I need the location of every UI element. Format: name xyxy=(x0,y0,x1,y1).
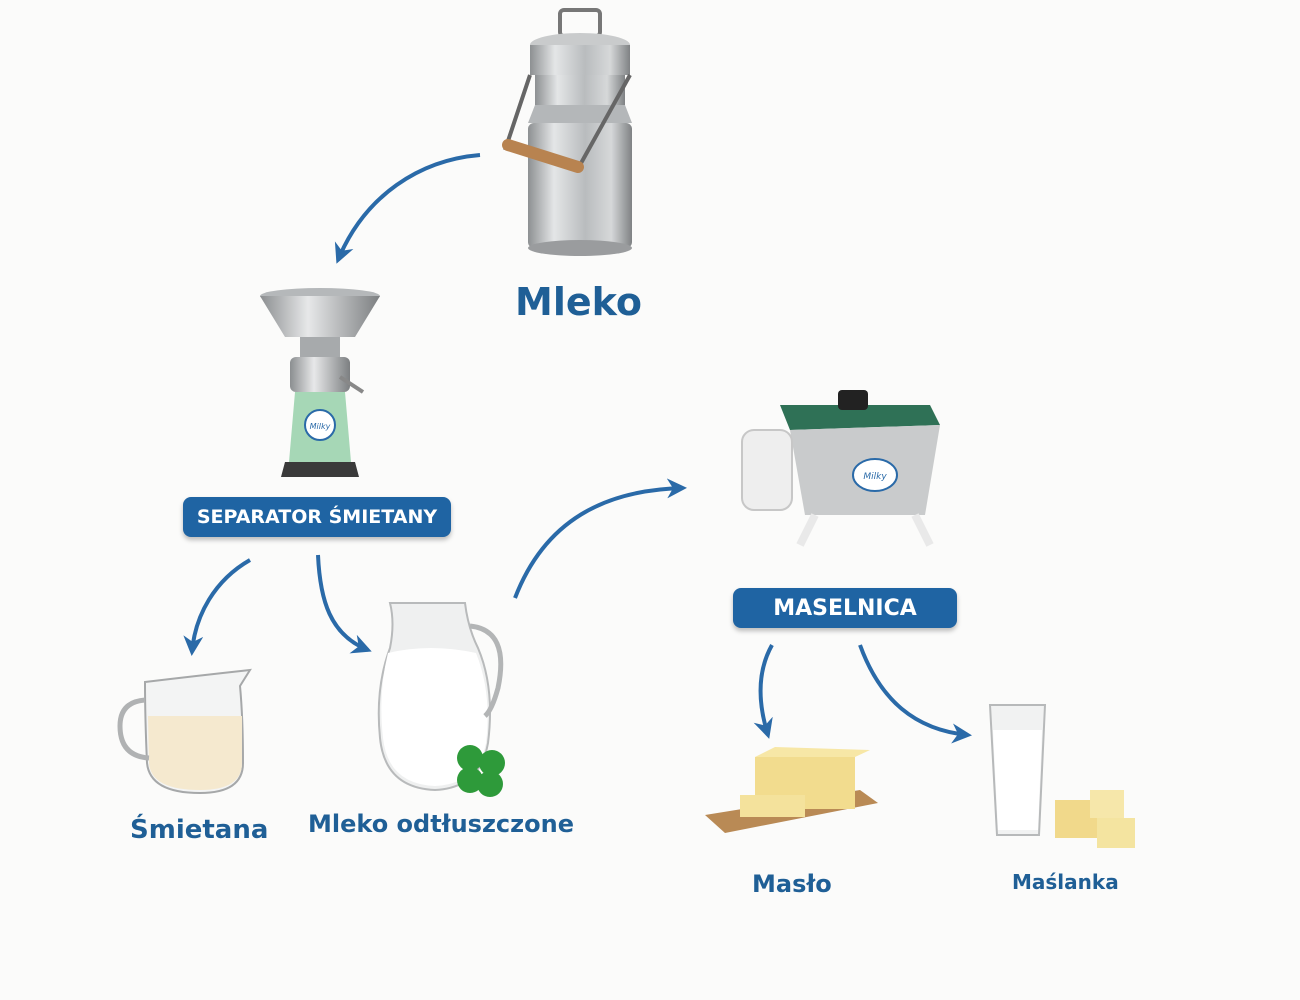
node-badge-churn: MASELNICA xyxy=(733,588,957,628)
arrow-milk-to-separator xyxy=(334,153,481,264)
node-label-buttermilk: Maślanka xyxy=(1012,870,1119,894)
arrow-separator-to-skim-milk xyxy=(316,554,372,654)
butter-illustration xyxy=(705,747,878,833)
node-badge-separator: SEPARATOR ŚMIETANY xyxy=(183,497,451,537)
arrow-separator-to-cream xyxy=(183,558,251,656)
separator-logo-text: Milky xyxy=(310,422,331,431)
milk-pitcher-illustration xyxy=(377,602,505,797)
node-label-cream: Śmietana xyxy=(130,815,269,845)
node-label-butter: Masło xyxy=(752,870,832,898)
arrow-skim-milk-to-churn xyxy=(513,478,687,599)
cream-separator-illustration: Milky xyxy=(260,288,380,477)
milk-can-illustration xyxy=(502,8,632,256)
arrow-churn-to-butter xyxy=(753,644,774,739)
churn-logo-text: Milky xyxy=(863,472,887,482)
node-label-milk: Mleko xyxy=(515,280,642,324)
arrow-churn-to-buttermilk xyxy=(858,644,972,744)
butter-churn-illustration: Milky xyxy=(741,390,940,547)
cream-jug-illustration xyxy=(117,668,252,795)
buttermilk-illustration xyxy=(988,704,1135,848)
node-label-skim-milk: Mleko odtłuszczone xyxy=(308,810,574,838)
